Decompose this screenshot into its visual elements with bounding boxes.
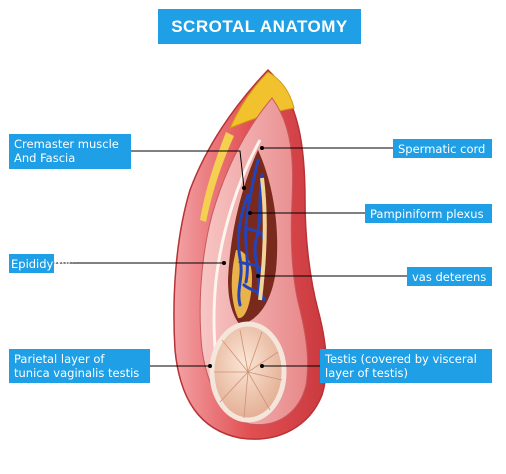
- label-spermatic-cord: Spermatic cord: [393, 139, 492, 158]
- leader-cremaster: [131, 150, 245, 189]
- vas-deferens-duct: [258, 177, 267, 301]
- testis-septa: [214, 329, 283, 419]
- label-cremaster: Cremaster muscle And Fascia: [9, 134, 131, 169]
- leader-dots: [208, 146, 264, 368]
- label-epididymis: Epididymis: [9, 254, 74, 273]
- label-parietal: Parietal layer of tunica vaginalis testi…: [9, 349, 150, 383]
- label-pampiniform: Pampiniform plexus: [365, 204, 492, 223]
- label-vas-deferens: vas deterens: [407, 267, 492, 286]
- label-testis: Testis (covered by visceral layer of tes…: [320, 349, 492, 383]
- diagram-title: SCROTAL ANATOMY: [158, 9, 361, 44]
- leader-lines: [54, 147, 407, 367]
- fat-strip: [200, 132, 234, 222]
